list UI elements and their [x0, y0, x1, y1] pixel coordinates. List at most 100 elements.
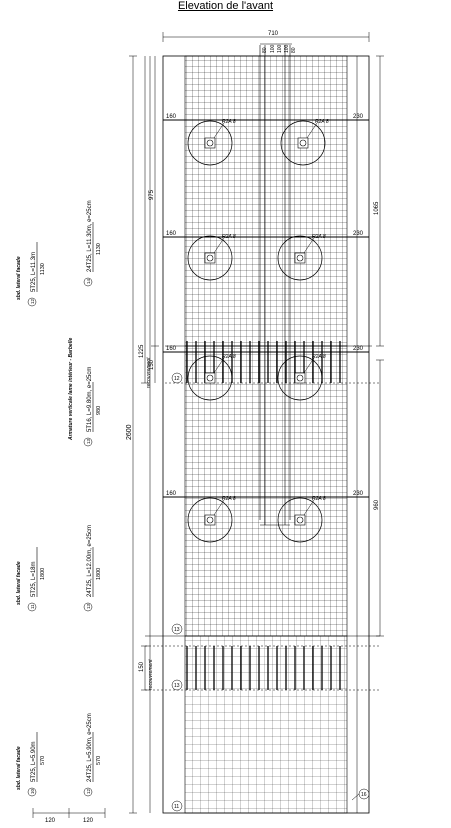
marker-label: 16 [361, 792, 367, 798]
legend-marker [83, 437, 93, 447]
left-dimensions [129, 55, 159, 814]
anchor-bolt [206, 254, 214, 262]
anchor-bolt [296, 516, 304, 524]
right-dimensions [376, 55, 384, 637]
dim-left-overall: 2600 [126, 424, 133, 440]
anchor-plate [294, 252, 306, 264]
legend-marker [83, 787, 93, 797]
dim-right-960: 960 [374, 499, 380, 510]
anchor: R2A 8 [280, 119, 329, 166]
legend-header: sbd. lateral facade [16, 561, 22, 605]
dim-bottom-left-a: 120 [45, 818, 56, 824]
dim-left-mid: 1225 [139, 344, 145, 358]
anchor-circle [277, 355, 323, 401]
legend-len: 570 [96, 756, 102, 765]
anchor-label: R2A 8 [312, 496, 326, 502]
legend-len: 570 [40, 756, 46, 765]
dim-top-small: 100 [277, 44, 283, 53]
row-label-right: 230 [353, 346, 364, 352]
anchor-circle [187, 355, 233, 401]
legend-spec: 24T25, L=5.90m, e=25cm [87, 713, 93, 782]
row-label-right: 230 [353, 231, 364, 237]
legend-num: 13 [86, 438, 91, 444]
anchor: R2A 8 [187, 496, 236, 543]
anchor-label: R2A 8 [312, 354, 326, 360]
anchor-circle [187, 120, 233, 166]
bar-band-lower [186, 646, 341, 690]
anchor-circle [187, 497, 233, 543]
legend-len: 1130 [40, 263, 46, 275]
anchor-plate [297, 137, 309, 149]
row-label-right: 230 [353, 114, 364, 120]
anchor-label: R2A 8 [315, 119, 329, 125]
note-recouvrement-1: recouvrement [146, 357, 152, 388]
legend-spec: 24T25, L=11.30m, e=25cm [87, 200, 93, 272]
marker-label: 13 [174, 683, 180, 689]
row-label-left: 160 [166, 346, 177, 352]
marker-label: 13 [174, 627, 180, 633]
legend-num: 12 [30, 298, 35, 304]
anchor: R2A 8 [187, 354, 236, 401]
anchor-label: R2A 8 [222, 234, 236, 240]
legend-spec: 5T25, L=5.90m [31, 741, 37, 782]
dim-bottom-left-b: 120 [83, 818, 94, 824]
legend-spec: 5T25, L=11.3m [31, 252, 37, 292]
legend-num: 12 [86, 788, 91, 794]
anchor-label: R2A 8 [312, 234, 326, 240]
row-label-left: 160 [166, 491, 177, 497]
anchor-circle [277, 235, 323, 281]
anchor-circle [280, 120, 326, 166]
dim-left-150-a: 150 [149, 359, 155, 370]
anchor: R2A 8 [187, 119, 236, 166]
legend-num: 10 [30, 788, 35, 794]
legend-header: Armature verticale lame intérieur - Barb… [68, 338, 74, 441]
marker-label: 11 [174, 804, 179, 810]
legend-item: Armature verticale lame intérieur - Barb… [68, 338, 102, 447]
anchor: R2A 8 [277, 234, 326, 281]
anchor: R2A 8 [277, 496, 326, 543]
dim-left-150-b: 150 [139, 661, 145, 672]
anchor-plate [204, 252, 216, 264]
legend-header: sbd. lateral facade [16, 746, 22, 790]
central-duct [259, 45, 291, 526]
row-label-left: 160 [166, 114, 177, 120]
anchor-bolt [206, 139, 214, 147]
grid-lower [184, 635, 348, 814]
legend-header: sbd. lateral facade [16, 256, 22, 300]
legend-marker [27, 297, 37, 307]
dim-right-1065: 1065 [374, 201, 380, 215]
anchor-group: R2A 8 R2A 8 R2A 8 R2A 8 R2A 8 R2A 8 R2A 8 R2A 8 [187, 119, 329, 543]
note-recouvrement-2: recouvrement [148, 659, 154, 690]
legend-num: 14 [86, 278, 91, 284]
legend-marker [83, 277, 93, 287]
dim-left-upper: 975 [149, 189, 155, 200]
legend-marker [83, 602, 93, 612]
anchor-bolt [206, 374, 214, 382]
legend-len: 1800 [96, 568, 102, 580]
anchor-circle [187, 235, 233, 281]
anchor-plate [204, 514, 216, 526]
anchor-bolt [296, 374, 304, 382]
anchor-circle [277, 497, 323, 543]
dim-top-small: 80 [262, 47, 268, 53]
top-dimension [162, 32, 370, 45]
legend-spec: 5T16, L=9.80m, e=25cm [87, 367, 93, 432]
marker-label: 12 [174, 376, 180, 382]
row-label-right: 230 [353, 491, 364, 497]
anchor-plate [294, 372, 306, 384]
legend-len: 1130 [96, 243, 102, 255]
page-title: Elevation de l'avant [177, 0, 274, 12]
dim-top-width: 710 [268, 31, 279, 37]
legend-spec: 5T25, L=18m [31, 561, 37, 597]
bottom-left-dims [32, 808, 106, 818]
grid-upper [184, 55, 348, 347]
anchor-plate [204, 137, 216, 149]
legend-marker [27, 787, 37, 797]
